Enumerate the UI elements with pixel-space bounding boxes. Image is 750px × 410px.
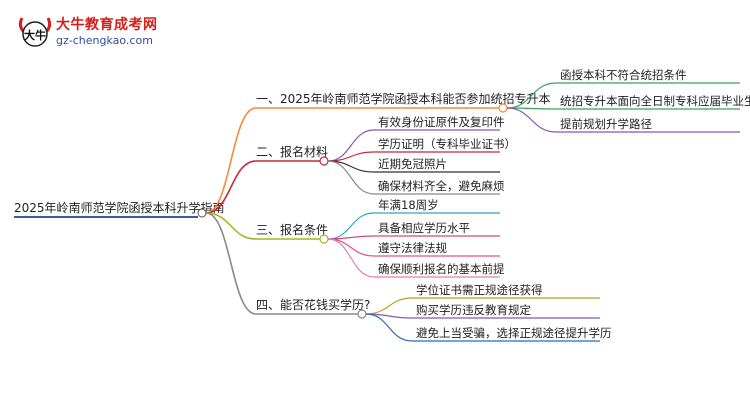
leaf-label: 避免上当受骗，选择正规途径提升学历 — [416, 326, 612, 340]
branch-connector — [205, 212, 257, 240]
leaf-label: 遵守法律法规 — [378, 241, 447, 255]
branch-connector — [205, 212, 257, 315]
logo-url: gz-chengkao.com — [56, 34, 153, 47]
logo-title: 大牛教育成考网 — [56, 17, 158, 33]
leaf-connector — [327, 238, 375, 278]
branch-label: 二、报名材料 — [256, 144, 328, 159]
logo-mark-text: 大牛 — [24, 28, 46, 42]
leaf-label: 提前规划升学路径 — [560, 117, 652, 131]
leaf-label: 购买学历违反教育规定 — [416, 303, 531, 317]
leaf-connector — [327, 212, 375, 240]
leaf-label: 学历证明（专科毕业证书） — [378, 137, 516, 151]
leaf-connector — [327, 160, 375, 195]
leaf-label: 确保材料齐全，避免麻烦 — [378, 179, 505, 193]
leaf-label: 年满18周岁 — [378, 198, 439, 212]
branch-connector — [205, 107, 257, 214]
leaf-label: 统招专升本面向全日制专科应届毕业生 — [560, 94, 750, 108]
leaf-connector — [327, 238, 375, 257]
bull-logo-icon: 大牛 — [18, 17, 52, 47]
branch-node-circle — [357, 309, 367, 319]
branch-node-circle — [319, 156, 329, 166]
root-node-circle — [197, 208, 207, 218]
branch-label: 三、报名条件 — [256, 222, 328, 237]
root-node-label: 2025年岭南师范学院函授本科升学指南 — [14, 200, 225, 215]
branch-connector — [205, 160, 257, 214]
branch-node-circle — [498, 103, 508, 113]
leaf-label: 近期免冠照片 — [378, 157, 447, 171]
leaf-connector — [506, 82, 557, 109]
leaf-label: 有效身份证原件及复印件 — [378, 115, 505, 129]
logo: 大牛 大牛教育成考网 gz-chengkao.com — [16, 12, 186, 54]
branch-label: 四、能否花钱买学历? — [256, 297, 370, 312]
leaf-connector — [506, 107, 557, 133]
branch-node-circle — [319, 234, 329, 244]
leaf-label: 具备相应学历水平 — [378, 221, 470, 235]
leaf-label: 学位证书需正规途径获得 — [416, 283, 543, 297]
leaf-connector — [365, 297, 413, 315]
leaf-label: 函授本科不符合统招条件 — [560, 68, 687, 82]
leaf-label: 确保顺利报名的基本前提 — [378, 262, 505, 276]
leaf-connector — [327, 129, 375, 162]
branch-label: 一、2025年岭南师范学院函授本科能否参加统招专升本 — [256, 91, 551, 106]
leaf-connector — [365, 313, 413, 342]
